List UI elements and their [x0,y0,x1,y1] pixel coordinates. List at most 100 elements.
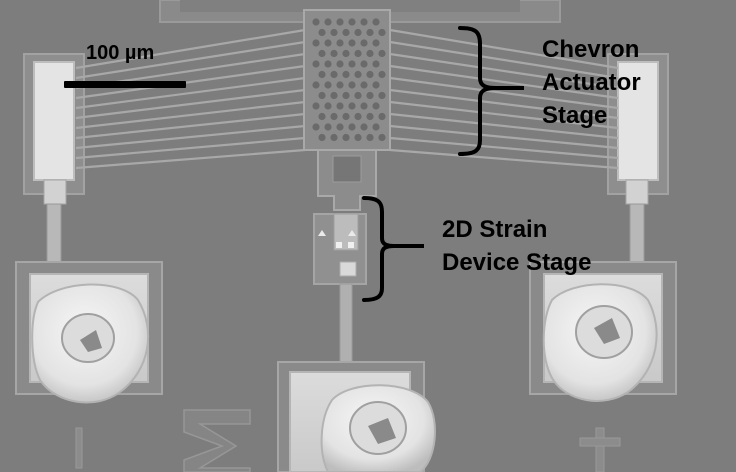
etch-hole [354,70,362,79]
etch-hole [348,39,356,47]
chevron-label-line3: Stage [542,102,608,129]
strain-device-label: 2D Strain Device Stage [442,213,591,279]
etch-hole [348,123,356,131]
etch-hole [336,81,344,89]
etch-hole [360,18,368,26]
etch-hole [360,102,368,110]
shuttle-window [332,155,362,183]
etch-hole [372,18,380,26]
etch-hole [330,28,338,37]
etch-hole [354,49,362,58]
marker [336,242,342,248]
chevron-beams-right [389,28,619,170]
etch-hole [336,123,344,131]
right-anchor-stem [625,179,649,205]
etch-hole [336,39,344,47]
etch-hole [378,91,386,100]
left-bond-core [80,330,102,352]
strain-label-line1: 2D Strain [442,216,548,243]
etch-hole [360,81,368,89]
etch-hole [330,133,338,142]
right-connector [629,203,645,265]
etch-hole [360,39,368,47]
etch-hole [318,28,326,37]
etch-hole [318,91,326,100]
etch-hole [324,60,332,68]
etch-hole [336,60,344,68]
etch-hole [312,18,320,26]
etch-hole [348,60,356,68]
device-pad [339,261,357,277]
etch-hole [312,81,320,89]
etch-hole [330,91,338,100]
etch-hole [354,28,362,37]
etch-hole [366,28,374,37]
top-frame-inner [180,0,520,12]
etch-hole [330,112,338,121]
chevron-label-line2: Actuator [542,69,641,96]
etch-hole [318,112,326,121]
scale-bar-label: 100 µm [86,42,155,64]
etch-hole [342,49,350,58]
chevron-label-line1: Chevron [542,36,640,63]
etch-hole [324,18,332,26]
etch-hole [342,112,350,121]
etch-hole [366,91,374,100]
etch-hole [378,49,386,58]
etch-hole [312,39,320,47]
minus-mark [75,427,83,469]
etch-hole [342,28,350,37]
marker [348,230,356,236]
etch-hole [336,18,344,26]
etch-hole [348,81,356,89]
right-bond-core [594,318,620,344]
etch-hole [324,39,332,47]
etch-hole [366,133,374,142]
etch-hole [372,102,380,110]
strain-label-line2: Device Stage [442,249,592,276]
etch-hole [378,112,386,121]
etch-hole [354,91,362,100]
etch-hole [378,133,386,142]
etch-hole [366,112,374,121]
etched-a-mark [183,409,251,472]
etch-hole [354,112,362,121]
etch-hole [330,49,338,58]
etch-hole [318,70,326,79]
left-anchor-pad [33,61,75,181]
etch-hole [312,102,320,110]
etch-hole [360,60,368,68]
left-connector [46,203,62,265]
marker [348,242,354,248]
etch-hole [342,70,350,79]
etch-hole [330,70,338,79]
center-connector [339,283,353,365]
etch-hole [372,39,380,47]
chevron-actuator-label: Chevron Actuator Stage [542,33,641,132]
etch-hole [318,49,326,58]
etch-holes [312,18,386,142]
etch-hole [372,123,380,131]
etch-hole [360,123,368,131]
center-bond-core [368,418,396,444]
etch-hole [336,102,344,110]
etch-hole [342,133,350,142]
etch-hole [324,81,332,89]
etch-hole [348,102,356,110]
etch-hole [366,70,374,79]
marker [318,230,326,236]
etch-hole [348,18,356,26]
etch-hole [372,60,380,68]
etch-hole [372,81,380,89]
plus-mark [579,427,621,472]
etch-hole [324,102,332,110]
scale-bar [64,81,186,88]
etch-hole [318,133,326,142]
left-anchor-stem [43,179,67,205]
etch-hole [366,49,374,58]
etch-hole [312,60,320,68]
etch-hole [378,70,386,79]
etch-hole [324,123,332,131]
